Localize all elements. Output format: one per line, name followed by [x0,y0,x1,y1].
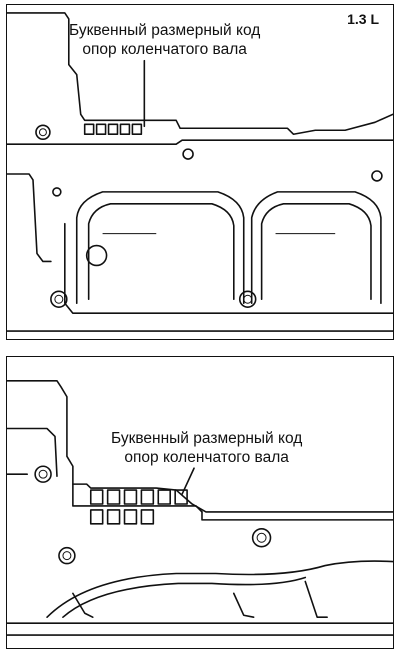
bolt-hole [58,546,76,565]
crank-housing-arc [46,560,393,619]
mating-flange-line [7,139,393,145]
code-callout-bottom: Буквенный размерный код опор коленчатого… [111,429,302,467]
bolt-hole [238,290,257,308]
bolt-hole [35,124,51,140]
bolt-hole-inner [62,551,72,561]
code-callout-top: Буквенный размерный код опор коленчатого… [69,21,260,59]
left-rib-outline [7,173,52,263]
callout-line-2: опор коленчатого вала [124,449,289,466]
left-rib-outline [7,427,58,477]
callout-line-1: Буквенный размерный код [69,22,261,39]
lower-casting-edge [64,222,393,314]
bolt-hole-inner [38,128,47,137]
bolt-hole-inner [256,532,267,543]
bottom-engine-block-drawing [7,380,393,636]
upper-casting-edge [7,380,393,513]
callout-line-2: опор коленчатого вала [82,41,247,58]
bolt-hole [34,465,52,483]
callout-leader-line-bottom [181,467,195,495]
bottom-diagram-panel: Буквенный размерный код опор коленчатого… [6,356,394,649]
bolt-hole-inner [38,469,48,479]
bolt-hole [50,290,68,308]
top-engine-block-drawing [7,12,393,332]
bolt-hole-inner [243,294,253,304]
upper-casting-edge [7,12,393,136]
crankshaft-code-stamp-bottom [89,489,188,525]
crank-housing-arc-inner [62,576,307,619]
stamp-pad-lower-edge [201,511,393,521]
oil-passage-hole [85,244,108,267]
bearing-housing-left [75,191,245,305]
bearing-housing-left-inner [87,203,235,301]
top-diagram-panel: 1.3 L Буквенный размерный код опор колен… [6,4,394,340]
bearing-housing-right-inner [260,203,372,301]
bolt-hole [182,148,194,160]
bearing-cap-tabs [72,580,328,619]
bolt-hole [52,187,62,197]
bolt-hole [371,170,383,182]
engine-displacement-label: 1.3 L [347,11,379,27]
bolt-hole-inner [54,294,64,304]
callout-line-1: Буквенный размерный код [111,430,303,447]
bearing-housing-right [250,191,382,305]
crankshaft-code-stamp-top [83,123,143,136]
stamp-pad-outline [72,483,203,513]
bolt-hole [251,528,272,548]
